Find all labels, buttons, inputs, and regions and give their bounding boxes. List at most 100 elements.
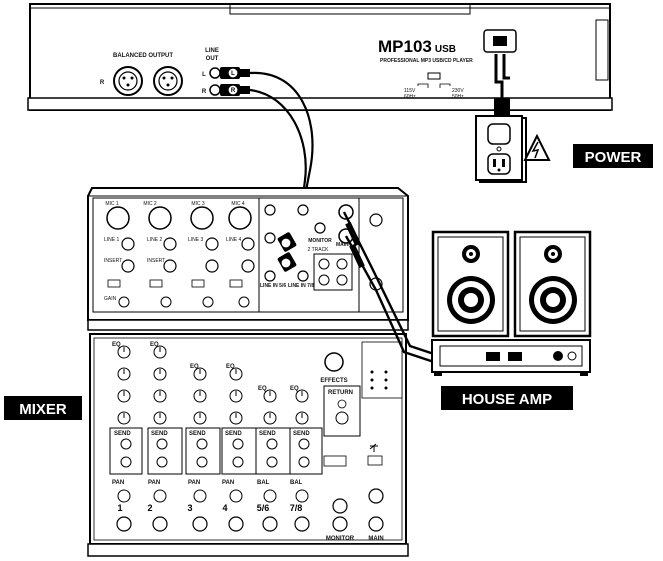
svg-text:GAIN: GAIN (104, 296, 117, 302)
pan-label-ch2: PAN (148, 480, 160, 486)
master-knob (332, 516, 348, 532)
speaker-right (513, 230, 592, 338)
eq-label-ch78: EQ (290, 386, 299, 392)
rca-plug-into-mixer-r (277, 252, 297, 272)
rca-plug-into-mixer-l (277, 232, 297, 252)
eq-label-ch3: EQ (190, 364, 199, 370)
eq-label-ch56: EQ (258, 386, 267, 392)
xlr-output-right (113, 66, 143, 96)
house-amp-badge: HOUSE AMP (441, 386, 573, 410)
power-plug (494, 98, 510, 116)
svg-text:INSERT: INSERT (147, 258, 165, 264)
mixer-label: MIXER (19, 401, 67, 418)
bal-label-ch78: BAL (290, 480, 303, 486)
voltage-left-1: 115V (404, 88, 416, 94)
send-knob (266, 438, 278, 450)
voltage-right-2: 50Hz (452, 94, 464, 100)
send-knob (196, 438, 208, 450)
rca-jack-right (209, 84, 221, 96)
player-base (27, 97, 613, 111)
mp103-player-rear-panel: BALANCED OUTPUT R LINE OUT L R L R (27, 3, 613, 111)
high-voltage-warning-icon (523, 133, 551, 161)
stereo-input-section: LINE IN 5/6 LINE IN 7/8 MONITOR 2 TRACK … (260, 204, 383, 291)
channel-number-2: 2 (147, 503, 152, 513)
send-knob (120, 456, 132, 468)
wall-outlet (475, 115, 527, 183)
pan-knob (229, 489, 243, 503)
speaker-cables (342, 211, 441, 366)
two-track-label: 2 TRACK (307, 247, 329, 253)
voltage-selector-switch (427, 72, 441, 80)
voltage-left-2: 60Hz (404, 94, 416, 100)
send-knob (232, 456, 244, 468)
level-knob (294, 516, 310, 532)
send-label-ch2: SEND (151, 431, 168, 437)
level-knob (116, 516, 132, 532)
svg-text:MIC 3: MIC 3 (191, 201, 205, 207)
effects-label: EFFECTS (320, 378, 347, 384)
line-out-l-label: L (202, 72, 206, 78)
send-label-ch1: SEND (114, 431, 131, 437)
send-knob (232, 438, 244, 450)
level-knob (192, 516, 208, 532)
rca-plug-right: R (220, 84, 250, 96)
monitor-out-label: MONITOR (308, 238, 332, 244)
rca-plug-left: L (220, 67, 250, 79)
main-master-label: MAIN (368, 536, 383, 542)
mic-channel-4: MIC 4 LINE 4 (226, 201, 255, 308)
pan-knob (117, 489, 131, 503)
send-label-ch3: SEND (189, 431, 206, 437)
balanced-output-label: BALANCED OUTPUT (113, 53, 173, 59)
send-knob (120, 438, 132, 450)
power-cord (494, 54, 510, 118)
svg-text:LINE 2: LINE 2 (147, 237, 163, 243)
mic-channel-3: MIC 3 LINE 3 (188, 201, 219, 308)
house-amp-label: HOUSE AMP (462, 391, 552, 408)
master-knob (368, 516, 384, 532)
pan-knob (263, 489, 277, 503)
player-side-edge (595, 19, 609, 81)
main-out-label: MAIN (336, 242, 349, 248)
balanced-output-r-label: R (100, 80, 105, 86)
eq-label-ch4: EQ (226, 364, 235, 370)
pan-label-ch1: PAN (112, 480, 124, 486)
player-subtitle: PROFESSIONAL MP3 USB/CD PLAYER (380, 58, 473, 64)
master-knob (368, 488, 384, 504)
line-out-label-2: OUT (206, 56, 219, 62)
mic-channel-1: MIC 1 LINE 1 INSERT GAIN (104, 201, 135, 308)
monitor-master-label: MONITOR (326, 536, 355, 542)
level-knob (228, 516, 244, 532)
send-knob (156, 456, 168, 468)
line-out-r-label: R (202, 89, 207, 95)
usb-icon (369, 443, 378, 452)
svg-text:R: R (231, 88, 236, 94)
pan-label-ch4: PAN (222, 480, 234, 486)
xlr-output-left (153, 66, 183, 96)
pan-knob (295, 489, 309, 503)
svg-text:MIC 2: MIC 2 (143, 201, 157, 207)
send-knob (298, 438, 310, 450)
svg-text:LINE 3: LINE 3 (188, 237, 204, 243)
pan-knob (153, 489, 167, 503)
pan-label-ch3: PAN (188, 480, 200, 486)
channel-number-3: 3 (187, 503, 192, 513)
send-knob (196, 456, 208, 468)
mixer-unit: MIC 1 LINE 1 INSERT GAIN MIC 2 LINE 2 IN… (87, 187, 409, 557)
send-knob (298, 456, 310, 468)
send-knob (156, 438, 168, 450)
bal-label-ch56: BAL (257, 480, 270, 486)
eq-label-ch1: EQ (112, 342, 121, 348)
pan-knob (193, 489, 207, 503)
channel-number-56: 5/6 (257, 503, 270, 513)
power-label: POWER (585, 149, 642, 166)
mixer-badge: MIXER (4, 396, 82, 420)
svg-text:INSERT: INSERT (104, 258, 122, 264)
mic-channel-2: MIC 2 LINE 2 INSERT (143, 201, 177, 308)
send-label-ch4: SEND (225, 431, 242, 437)
power-badge: POWER (573, 144, 653, 168)
house-amp (431, 339, 591, 376)
power-inlet-socket (483, 29, 517, 53)
svg-text:MIC 4: MIC 4 (231, 201, 245, 207)
